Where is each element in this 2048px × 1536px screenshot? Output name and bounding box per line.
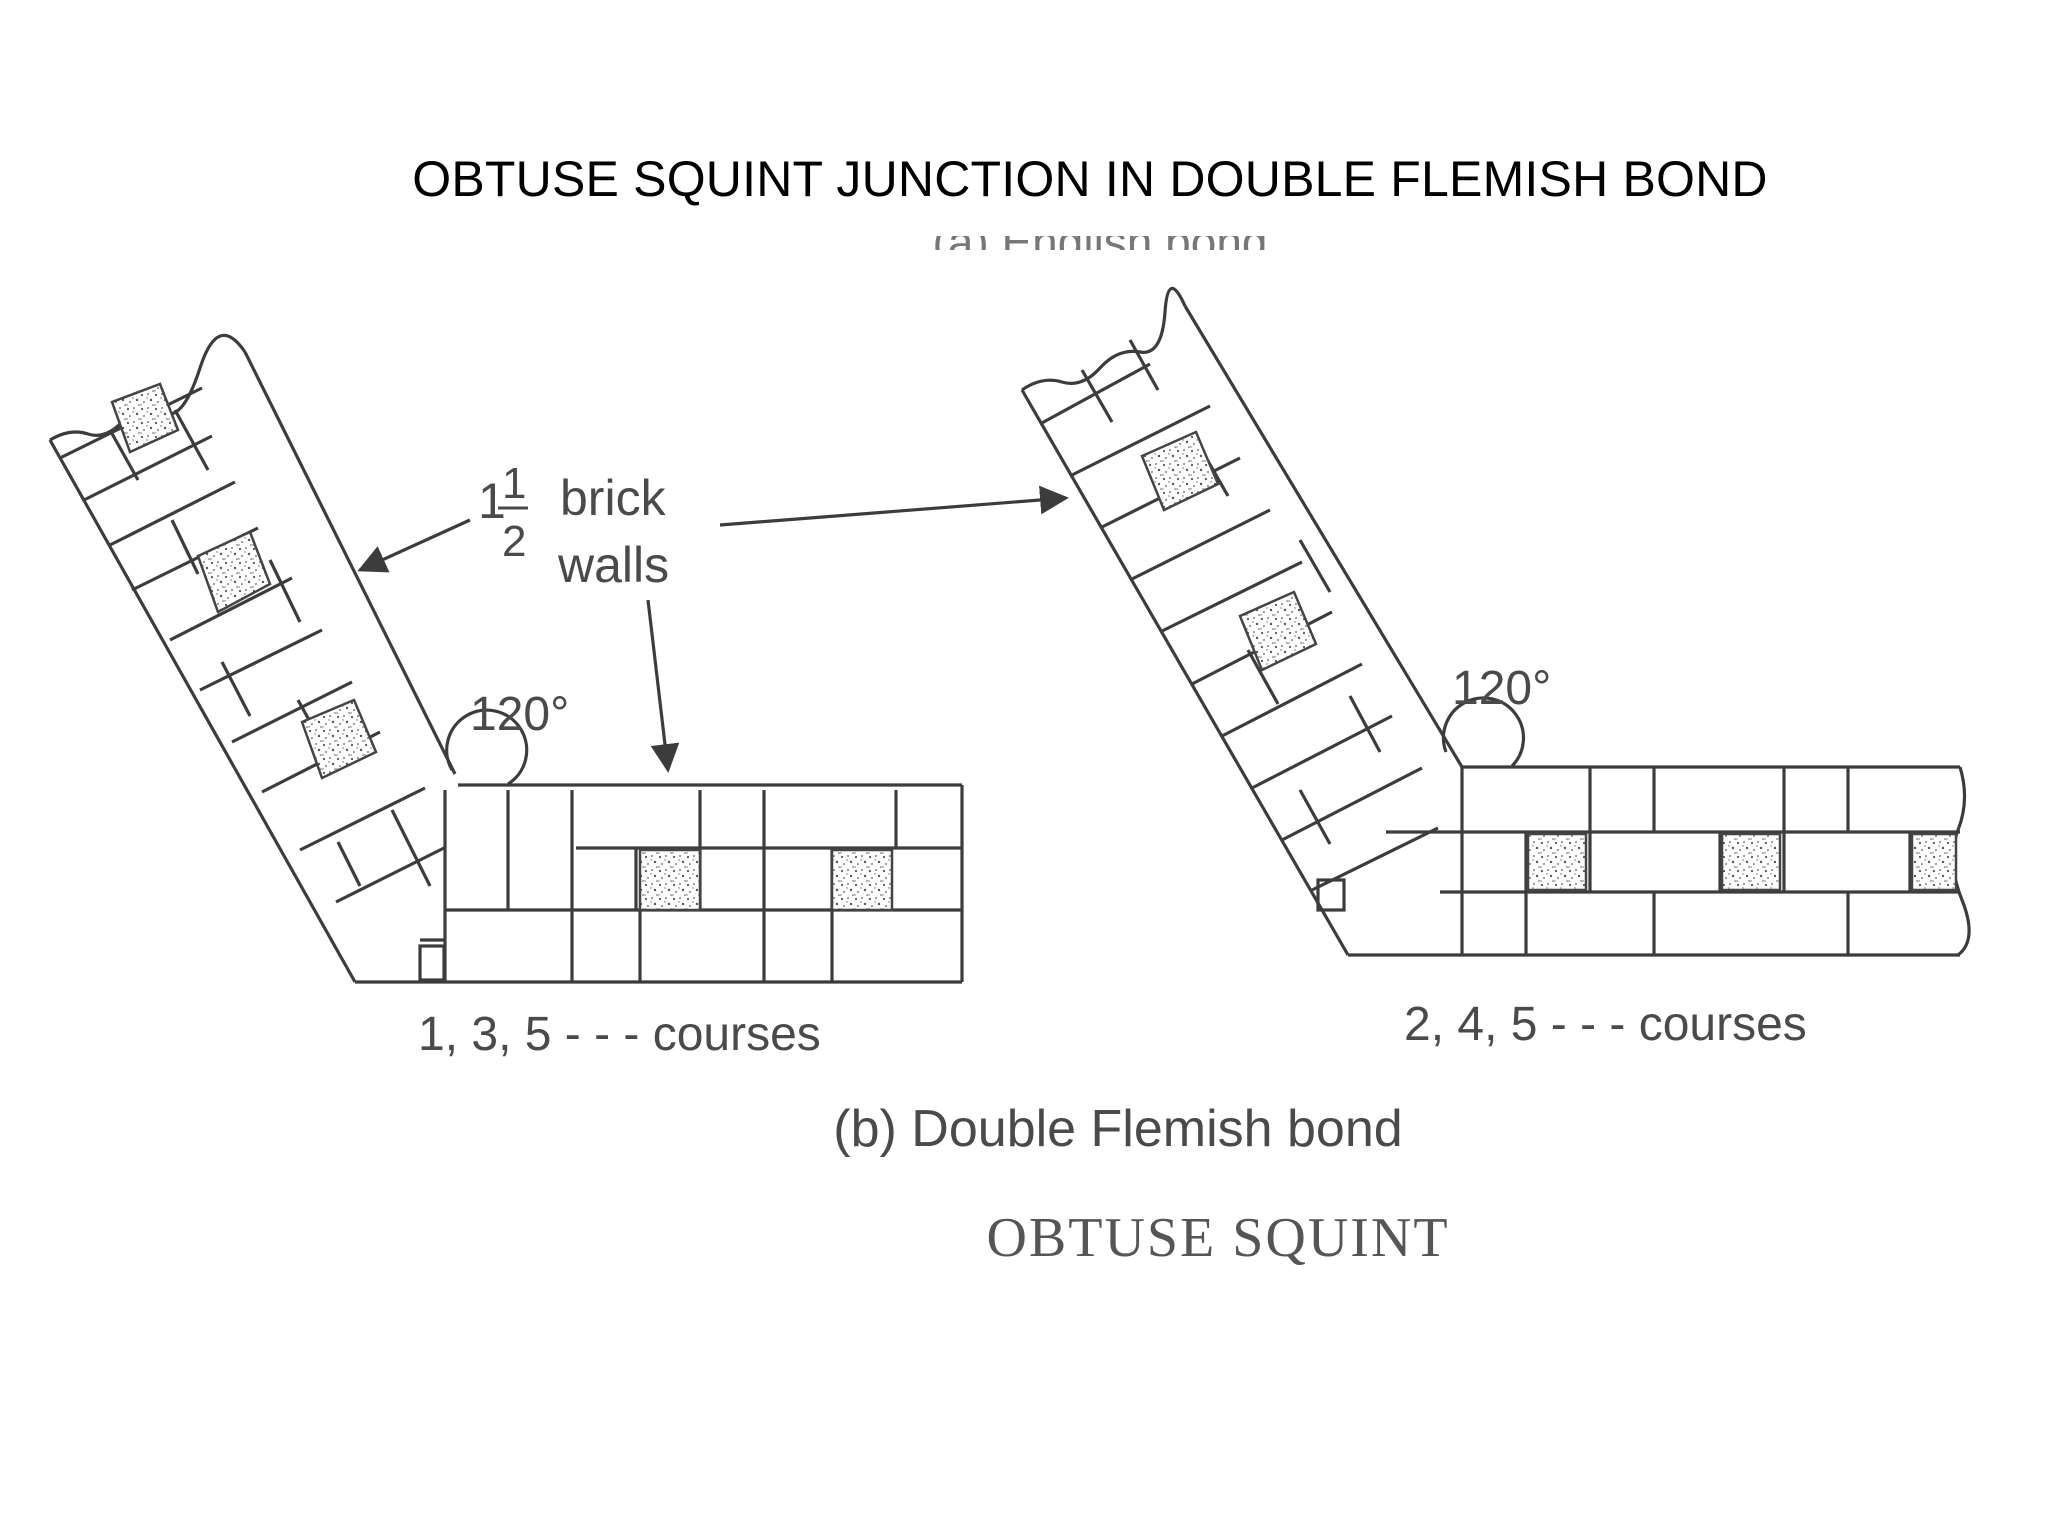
pointer-arrows: [357, 485, 1069, 773]
right-inclined-half-brick-1: [1140, 430, 1220, 512]
right-course-label: 2, 4, 5 - - - courses: [1404, 998, 1807, 1051]
wall-label-whole: 1: [478, 473, 506, 529]
right-closer-brick: [1316, 878, 1346, 912]
right-straight-half-brick-3: [1910, 832, 1958, 892]
left-angle-arc: [445, 708, 529, 786]
left-inclined-half-brick-1: [110, 382, 180, 454]
right-angle-label: 120°: [1452, 662, 1551, 715]
left-inclined-half-brick-3: [300, 698, 378, 780]
left-junction: [48, 333, 964, 984]
wall-label-numerator: 1: [502, 459, 526, 508]
arrow-to-right-wall: [719, 485, 1069, 527]
right-angle-arc: [1441, 696, 1526, 768]
left-inclined-inner-edge: [243, 351, 457, 775]
left-inclined-half-brick-2: [196, 530, 272, 614]
wall-label: 1 1 2 brick walls: [478, 459, 669, 593]
right-straight-half-brick-1: [1526, 832, 1588, 892]
arrow-to-straight-wall: [646, 599, 680, 773]
right-junction: [1020, 286, 1971, 957]
right-broken-end: [1021, 286, 1187, 392]
left-angle-label: 120°: [470, 688, 569, 741]
right-inclined-half-brick-2: [1238, 590, 1318, 672]
left-straight-half-brick-2: [830, 848, 894, 912]
left-inclined-outer-edge: [48, 439, 357, 983]
wall-label-line2: walls: [557, 537, 669, 593]
left-course-label: 1, 3, 5 - - - courses: [418, 1008, 821, 1061]
left-closer-brick: [418, 944, 446, 982]
right-inclined-inner-edge: [1183, 305, 1464, 768]
right-straight-half-brick-2: [1720, 832, 1782, 892]
arrow-to-left-wall: [357, 518, 471, 573]
wall-label-denominator: 2: [502, 517, 526, 566]
wall-label-line1: brick: [560, 470, 667, 526]
figure-title: OBTUSE SQUINT: [986, 1207, 1449, 1269]
left-straight-half-brick-1: [638, 848, 702, 912]
right-inclined-outer-edge: [1020, 389, 1350, 956]
overlapped-caption: (a) English bond: [933, 216, 1268, 268]
slide-title: OBTUSE SQUINT JUNCTION IN DOUBLE FLEMISH…: [412, 151, 1768, 207]
figure-caption: (b) Double Flemish bond: [833, 1100, 1402, 1158]
